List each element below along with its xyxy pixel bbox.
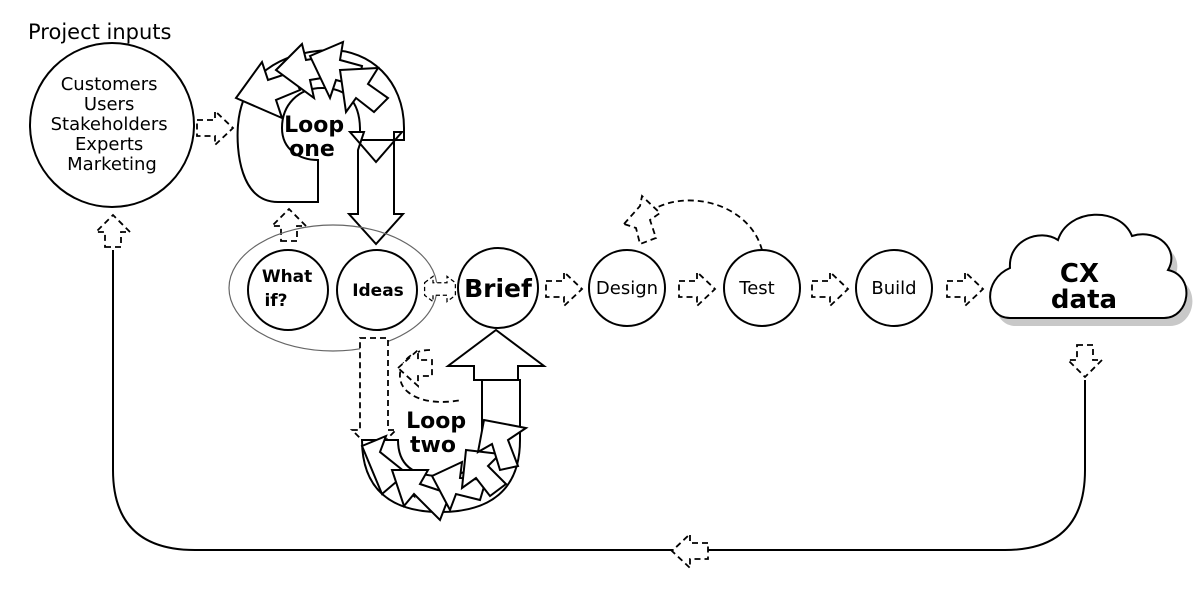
loop-one-label-1: Loop bbox=[284, 113, 344, 138]
input-marketing: Marketing bbox=[67, 154, 157, 175]
cx-data-label-1: CX bbox=[1060, 259, 1099, 289]
ideas-brief-arrow bbox=[423, 275, 457, 303]
cx-down-arrow bbox=[1067, 344, 1103, 378]
svg-text:Loop two: Loop two bbox=[406, 409, 474, 458]
test-build-arrow bbox=[811, 271, 849, 307]
svg-text:Customers Users St: Customers Users Stakeholders Experts Mar… bbox=[51, 74, 174, 175]
svg-text:Loop one: Loop one bbox=[284, 113, 352, 162]
cx-data-cloud: CX data bbox=[989, 213, 1193, 326]
loop-two-arrowhead-3 bbox=[430, 460, 488, 513]
test-label: Test bbox=[738, 278, 774, 299]
diagram-title: Project inputs bbox=[28, 20, 171, 44]
ideas-down-arrow bbox=[349, 337, 399, 454]
loop-two-up-arrow bbox=[445, 328, 547, 381]
brief-label: Brief bbox=[464, 274, 533, 303]
loop-two: Loop two bbox=[349, 328, 547, 522]
svg-text:CX data: CX data bbox=[1051, 259, 1117, 315]
what-if-node: What if? bbox=[247, 249, 329, 331]
whatif-up-arrow bbox=[271, 208, 307, 242]
loop-one-down-arrow bbox=[346, 131, 406, 246]
brief-design-arrow bbox=[545, 271, 583, 307]
svg-text:What if?: What if? bbox=[262, 267, 318, 311]
build-cx-arrow bbox=[946, 271, 984, 307]
feedback-up-arrow bbox=[95, 214, 131, 248]
ideas-label: Ideas bbox=[352, 281, 404, 301]
test-design-return-line bbox=[651, 199, 763, 251]
inputs-to-loop-arrow bbox=[196, 110, 234, 146]
what-if-label-1: What bbox=[262, 267, 312, 287]
cx-data-label-2: data bbox=[1051, 285, 1117, 315]
input-customers: Customers bbox=[61, 74, 158, 95]
ideas-node: Ideas bbox=[336, 249, 418, 331]
loop-one: Loop one bbox=[234, 40, 406, 246]
loop-one-label-2: one bbox=[289, 137, 335, 162]
brief-node: Brief bbox=[457, 247, 539, 329]
build-node: Build bbox=[855, 249, 933, 327]
design-label: Design bbox=[596, 278, 658, 299]
loop-two-arrowhead-5 bbox=[476, 418, 529, 472]
project-inputs-node: Customers Users Stakeholders Experts Mar… bbox=[29, 42, 195, 208]
feedback-loop-arrow bbox=[671, 533, 709, 569]
loop-two-label-1: Loop bbox=[406, 409, 466, 434]
build-label: Build bbox=[871, 278, 916, 299]
loop-one-arrowhead-4 bbox=[338, 66, 390, 115]
design-node: Design bbox=[588, 249, 666, 327]
loop-two-label-2: two bbox=[410, 433, 456, 458]
input-stakeholders: Stakeholders bbox=[51, 114, 168, 135]
feedback-loop-line bbox=[112, 250, 1086, 551]
loop-two-arrowhead-2 bbox=[390, 469, 452, 522]
test-design-return-arrow bbox=[622, 194, 662, 246]
input-experts: Experts bbox=[75, 134, 143, 155]
input-users: Users bbox=[84, 94, 134, 115]
design-test-arrow bbox=[678, 271, 716, 307]
what-if-label-2: if? bbox=[264, 291, 287, 311]
test-node: Test bbox=[723, 249, 801, 327]
